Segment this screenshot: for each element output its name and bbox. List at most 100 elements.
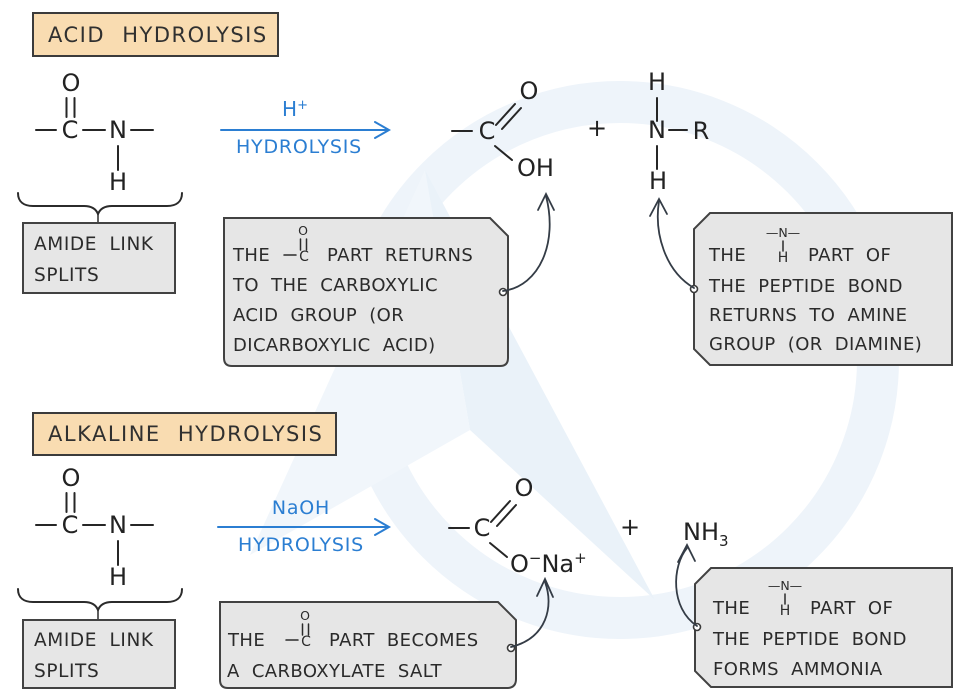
acyl-glyph-icon: O C: [285, 608, 311, 650]
hydrogen-atom: H: [109, 168, 127, 196]
callout-text: THE PEPTIDE BOND: [708, 276, 903, 297]
callout-amine: —N— H THE PART OF THE PEPTIDE BOND RETUR…: [649, 197, 953, 366]
callout-ammonia: —N— H THE PART OF THE PEPTIDE BOND FORMS…: [675, 543, 953, 688]
callout-text: PART RETURNS: [327, 245, 473, 266]
negative-charge: −: [529, 549, 542, 567]
hydrolysis-label: HYDROLYSIS: [236, 136, 362, 158]
oxygen-atom: O: [62, 464, 81, 492]
callout-text: THE PEPTIDE BOND: [712, 629, 907, 650]
hydrogen-atom: H: [778, 250, 789, 266]
carbon-atom: C: [62, 116, 79, 144]
double-bond: [495, 103, 516, 126]
nh-glyph-icon: —N— H: [766, 225, 800, 266]
arrow-head-icon: [374, 518, 392, 536]
oxygen-atom: O: [520, 77, 539, 105]
alkaline-section: ALKALINE HYDROLYSIS O C N H AMIDE LINK S…: [17, 412, 953, 689]
amide-note-line1: AMIDE LINK: [34, 234, 154, 255]
callout-arrow-head-icon: [649, 197, 668, 217]
nh-symbol: NH: [683, 518, 719, 546]
sodium-atom: Na: [541, 550, 574, 578]
callout-text: DICARBOXYLIC ACID): [233, 335, 436, 356]
catalyst-symbol: H: [282, 97, 297, 121]
amide-link-note-alkaline: [22, 619, 176, 689]
single-bond: [489, 542, 508, 558]
hydroxyl-group: OH: [517, 154, 554, 182]
carbon-atom: C: [479, 117, 496, 145]
callout-arrow-head-icon: [677, 543, 696, 563]
hydrolysis-label: HYDROLYSIS: [238, 534, 364, 556]
curly-brace: [17, 192, 183, 217]
oxygen-atom: O: [300, 608, 310, 623]
ammonia-formula: NH3: [683, 518, 729, 550]
r-group: R: [693, 117, 710, 145]
callout-text: RETURNS TO AMINE: [709, 305, 907, 326]
reaction-arrow-acid: H+ HYDROLYSIS: [220, 97, 392, 158]
arrow-head-icon: [374, 121, 392, 139]
catalyst-label: NaOH: [272, 497, 330, 519]
callout-box: [693, 212, 953, 366]
single-bond: [494, 145, 513, 161]
double-bond: [496, 504, 517, 527]
reaction-arrow-alkaline: NaOH HYDROLYSIS: [217, 497, 392, 556]
callout-arrow-head-icon: [537, 191, 555, 211]
amide-structure-acid: O C N H: [17, 69, 183, 224]
curly-brace: [17, 588, 183, 613]
carboxylic-acid-product: C O OH: [451, 77, 554, 182]
callout-text: GROUP (OR DIAMINE): [709, 334, 922, 355]
nitrogen-atom: N: [109, 511, 127, 539]
amine-product: H N R H: [648, 68, 709, 195]
callout-arrow: [502, 195, 551, 292]
callout-box: [219, 601, 517, 689]
callout-arrow: [510, 581, 550, 648]
callout-carboxylic: THE O C PART RETURNS TO THE CARBOXYLIC A…: [223, 191, 555, 367]
callout-text: THE: [708, 245, 746, 266]
acid-title: ACID HYDROLYSIS: [48, 23, 268, 47]
plus-sign: +: [587, 114, 607, 142]
catalyst-label: H+: [282, 97, 308, 121]
carbon-atom: C: [299, 249, 309, 265]
callout-box: [694, 567, 953, 688]
hydrogen-atom: H: [649, 167, 667, 195]
acyl-glyph-icon: O C: [283, 223, 309, 265]
callout-text: THE: [232, 245, 270, 266]
carbon-atom: C: [301, 634, 311, 650]
nitrogen-atom: N: [109, 116, 127, 144]
nh-glyph-icon: —N— H: [768, 578, 802, 619]
callout-text: THE: [712, 598, 750, 619]
callout-text: THE: [227, 630, 265, 651]
double-bond: [501, 107, 522, 130]
sodium-carboxylate-group: O−Na+: [510, 549, 587, 578]
callout-text: TO THE CARBOXYLIC: [232, 275, 438, 296]
carboxylate-salt-product: C O O−Na+: [448, 474, 587, 578]
callout-arrow: [656, 200, 695, 289]
n-bridge: —N—: [766, 225, 800, 240]
alkaline-title: ALKALINE HYDROLYSIS: [48, 422, 323, 446]
catalyst-charge: +: [297, 98, 308, 113]
callout-text: ACID GROUP (OR: [233, 305, 404, 326]
callout-connector-dot: [498, 287, 508, 297]
nitrogen-atom: N: [648, 116, 666, 144]
callout-text: PART OF: [810, 598, 893, 619]
oxygen-atom: O: [62, 69, 81, 97]
positive-charge: +: [574, 549, 587, 567]
callout-carboxylate: THE O C PART BECOMES A CARBOXYLATE SALT: [219, 576, 554, 689]
callout-text: PART OF: [808, 245, 891, 266]
carbon-atom: C: [474, 514, 491, 542]
hydrogen-atom: H: [780, 603, 791, 619]
oxygen-atom: O: [515, 474, 534, 502]
acid-title-box: [32, 12, 279, 57]
double-bond: [490, 500, 511, 523]
callout-arrow-head-icon: [536, 576, 554, 598]
amide-structure-alkaline: O C N H: [17, 464, 183, 621]
amide-note-line2: SPLITS: [34, 265, 99, 286]
n-bridge: —N—: [768, 578, 802, 593]
alkaline-title-box: [32, 412, 337, 456]
callout-text: A CARBOXYLATE SALT: [227, 661, 443, 682]
oxygen-atom: O: [510, 550, 529, 578]
callout-text: PART BECOMES: [329, 630, 479, 651]
acid-section: ACID HYDROLYSIS O C N H AMIDE LINK SPLIT…: [17, 12, 953, 367]
oxygen-atom: O: [298, 223, 308, 238]
amide-link-note-acid: [22, 222, 176, 294]
callout-text: FORMS AMMONIA: [713, 659, 883, 680]
